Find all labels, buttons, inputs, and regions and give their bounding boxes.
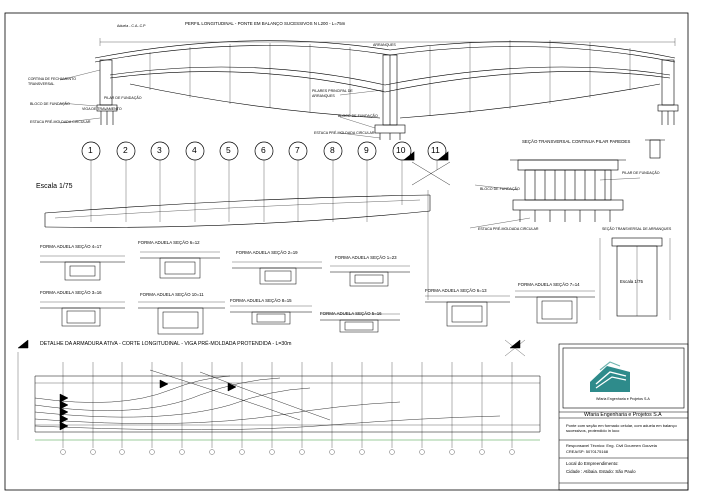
sheet-border xyxy=(4,12,689,491)
logo-caption: Wfaria Engenharia e Projetos S.A xyxy=(596,397,650,401)
section-number-3: 3 xyxy=(157,145,162,155)
form-label-3-16: FORMA ADUELA SEÇÃO 3=16 xyxy=(40,290,102,295)
scale-label-right: Escala 1/75 xyxy=(620,279,643,284)
form-label-1-23: FORMA ADUELA SEÇÃO 1=23 xyxy=(335,255,397,260)
section-number-1: 1 xyxy=(88,145,93,155)
arranques-section xyxy=(599,237,671,320)
prestress-detail-title: DETALHE DA ARMADURA ATIVA - CORTE LONGIT… xyxy=(40,341,292,347)
location-value: Cidade : Atibaia. Estado: São Paulo xyxy=(566,469,636,474)
form-section-6-12 xyxy=(140,251,220,279)
section-number-4: 4 xyxy=(192,145,197,155)
label-arranques: ARRANQUES xyxy=(373,43,396,47)
label-pilar-fundacao-right: PILAR DE FUNDAÇÃO xyxy=(622,171,660,175)
company-name: Wfaria Engenharia e Projetos S.A xyxy=(584,412,662,418)
bridge-profile xyxy=(59,38,679,140)
form-sections xyxy=(40,251,595,335)
form-section-10-11 xyxy=(138,301,225,335)
form-label-6-13: FORMA ADUELA SEÇÃO 6=13 xyxy=(425,288,487,293)
responsible-engineer: Responsavel Técnico: Eng. Civil Dourmen … xyxy=(566,443,657,448)
section-number-2: 2 xyxy=(123,145,128,155)
company-logo xyxy=(590,361,630,392)
form-label-7-14: FORMA ADUELA SEÇÃO 7=14 xyxy=(518,282,580,287)
form-section-2-19 xyxy=(232,261,322,285)
title-block xyxy=(558,343,689,491)
label-cortina: CORTINA DE FECHAMENTO TRANSVERSAL xyxy=(28,77,76,86)
label-pilar-fundacao: PILAR DE FUNDAÇÃO xyxy=(104,96,142,100)
section-number-10: 10 xyxy=(396,145,406,155)
label-aduela: Aduela - C.A.-C.P xyxy=(117,24,146,28)
label-pilares-principal: PILARES PRINCIPAL DE ARRANQUES xyxy=(312,89,353,98)
form-label-5-16: FORMA ADUELA SEÇÃO 5=16 xyxy=(320,311,382,316)
section-number-6: 6 xyxy=(261,145,266,155)
project-description: Ponte com seção em formado celular, com … xyxy=(566,423,677,434)
transversal-section xyxy=(469,139,665,229)
section-transversal-title: SEÇÃO TRANSVERSAL CONTINUA PILAR PAREDES xyxy=(522,139,631,144)
section-number-7: 7 xyxy=(295,145,300,155)
crea-number: CREA/SP: 5070175168 xyxy=(566,449,609,454)
form-section-1-23 xyxy=(330,265,410,287)
longitudinal-beam xyxy=(44,194,431,228)
label-viga-travamento: VIGA DE TRAVAMENTO xyxy=(82,107,122,111)
form-label-10-11: FORMA ADUELA SEÇÃO 10=11 xyxy=(140,292,204,297)
section-transversal-arranques: SEÇÃO TRANSVERSAL DE ARRANQUES xyxy=(602,227,672,231)
form-label-4-17: FORMA ADUELA SEÇÃO 4=17 xyxy=(40,244,102,249)
form-label-8-15: FORMA ADUELA SEÇÃO 8=15 xyxy=(230,298,292,303)
section-number-9: 9 xyxy=(364,145,369,155)
form-section-3-16 xyxy=(40,301,125,327)
label-bloco-fundacao-left: BLOCO DE FUNDAÇÃO xyxy=(30,102,70,106)
section-markers xyxy=(81,141,451,300)
location-label: Local do Empreendimento: xyxy=(566,461,619,466)
section-number-11: 11 xyxy=(431,145,440,155)
label-estaca-right: ESTACA PRÉ-MOLDADA CIRCULAR xyxy=(478,227,539,231)
form-section-4-17 xyxy=(40,255,125,281)
form-section-7-14 xyxy=(515,290,595,324)
label-estaca-left: ESTACA PRÉ-MOLDADA CIRCULAR xyxy=(30,120,91,124)
form-section-5-16 xyxy=(320,313,400,333)
form-section-8-15 xyxy=(230,305,312,325)
label-estaca-mid: ESTACA PRÉ-MOLDADA CIRCULAR xyxy=(314,131,375,135)
scale-label-left: Escala 1/75 xyxy=(36,183,73,190)
form-label-2-19: FORMA ADUELA SEÇÃO 2=19 xyxy=(236,250,298,255)
section-number-8: 8 xyxy=(330,145,335,155)
form-section-6-13 xyxy=(425,295,510,327)
profile-title: PERFIL LONGITUDINAL - PONTE EM BALANÇO S… xyxy=(185,21,346,26)
prestress-detail xyxy=(17,339,541,455)
form-label-6-12: FORMA ADUELA SEÇÃO 6=12 xyxy=(138,240,200,245)
section-number-5: 5 xyxy=(226,145,231,155)
label-bloco-fundacao-right: BLOCO DE FUNDAÇÃO xyxy=(480,187,520,191)
label-bloco-fundacao-mid: BLOCO DE FUNDAÇÃO xyxy=(338,114,378,118)
